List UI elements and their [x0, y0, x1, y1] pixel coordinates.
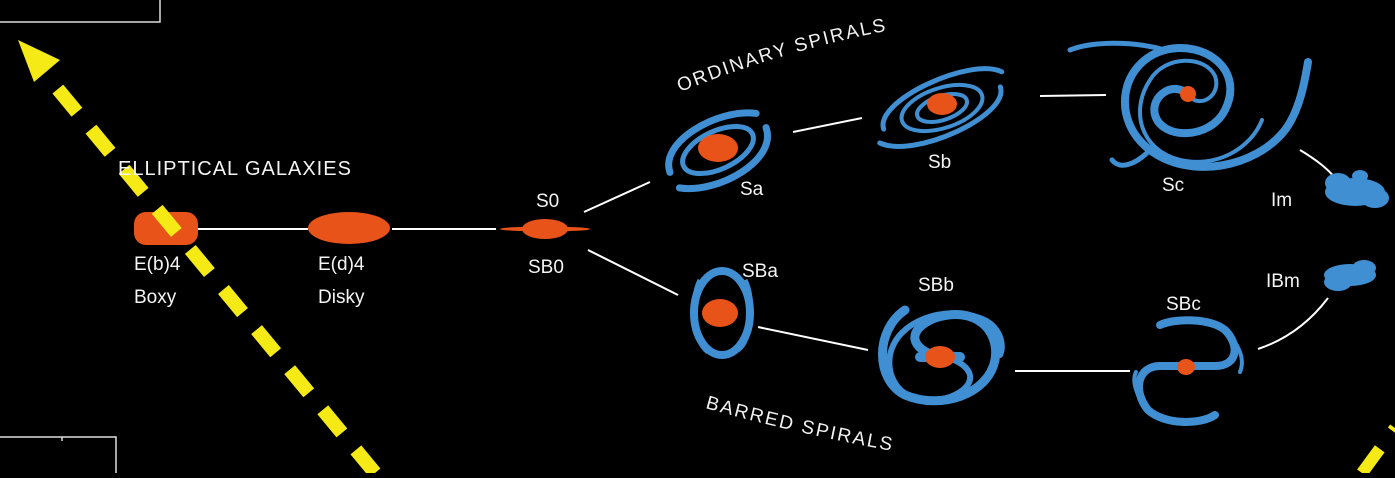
label-s0: S0	[536, 192, 559, 211]
label-sbb: SBb	[918, 276, 954, 295]
inset-frame-bottom-left	[0, 437, 116, 473]
annotation-arrow-up-right	[1362, 428, 1395, 473]
label-sb: Sb	[928, 153, 951, 172]
sba-barred-spiral-galaxy	[694, 271, 751, 355]
barred-spirals-heading: BARRED SPIRALS	[704, 393, 896, 456]
label-sb0: SB0	[528, 258, 564, 277]
disky-elliptical-galaxy	[308, 212, 390, 244]
label-sa: Sa	[740, 180, 763, 199]
label-im: Im	[1271, 191, 1292, 210]
label-ed4: E(d)4	[318, 255, 364, 274]
label-eb4: E(b)4	[134, 255, 180, 274]
ibm-irregular-barred-galaxy	[1324, 260, 1376, 291]
label-boxy: Boxy	[134, 288, 176, 307]
im-irregular-galaxy	[1325, 170, 1389, 208]
label-sbc: SBc	[1166, 295, 1201, 314]
sc-spiral-galaxy	[1070, 43, 1308, 167]
sb-spiral-galaxy	[867, 60, 1016, 157]
label-ibm: IBm	[1266, 272, 1300, 291]
label-sc: Sc	[1162, 176, 1184, 195]
label-disky: Disky	[318, 288, 364, 307]
sbc-barred-spiral-galaxy	[1134, 320, 1242, 422]
sbb-barred-spiral-galaxy	[883, 310, 1002, 401]
ordinary-spirals-heading: ORDINARY SPIRALS	[674, 15, 889, 97]
label-sba: SBa	[742, 262, 778, 281]
elliptical-galaxies-heading: ELLIPTICAL GALAXIES	[118, 159, 352, 179]
inset-frame-top-left	[0, 0, 160, 22]
s0-lenticular-galaxy	[500, 219, 590, 239]
